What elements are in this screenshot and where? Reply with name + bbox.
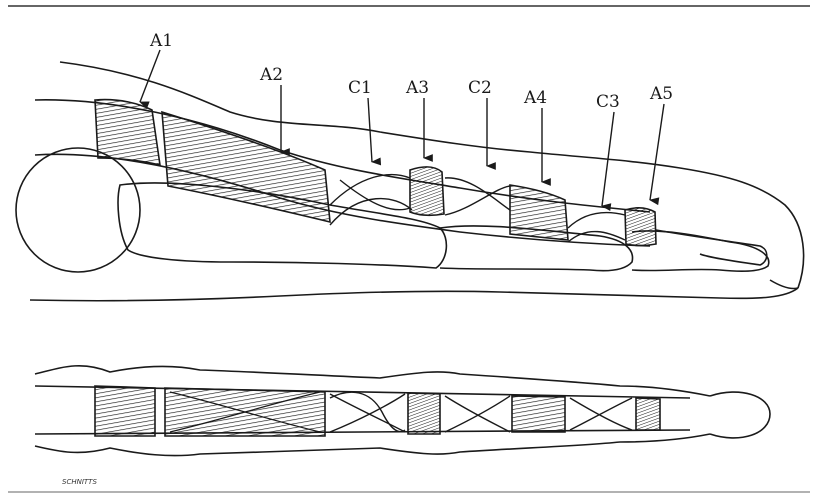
- arrow-a5: [650, 104, 664, 200]
- palmar-pulley-a4: [512, 396, 565, 432]
- label-a2: A2: [259, 65, 283, 85]
- pulley-a3: [410, 167, 444, 216]
- pulley-c2: [445, 178, 510, 215]
- palmar-pulley-a3: [408, 393, 440, 434]
- pulley-c3: [568, 213, 625, 242]
- label-a5: A5: [649, 84, 673, 104]
- palmar-view: [35, 366, 770, 456]
- palmar-pulley-a1: [95, 386, 155, 436]
- pulley-labels: A1 A2 C1 A3 C2 A4 C3 A5: [149, 31, 673, 112]
- fdp-insertion: [656, 230, 767, 265]
- label-a3: A3: [405, 78, 429, 98]
- pulley-a1: [95, 100, 160, 165]
- palmar-pulley-c1: [330, 392, 405, 432]
- arrow-a1: [140, 50, 160, 102]
- label-c3: C3: [596, 92, 620, 112]
- pulley-a5: [625, 208, 656, 246]
- metacarpal-head: [16, 148, 140, 272]
- label-a4: A4: [523, 88, 547, 108]
- label-a1: A1: [149, 31, 173, 51]
- palmar-outline-bottom: [35, 434, 710, 456]
- finger-volar-outline: [30, 288, 798, 301]
- pulley-a4: [510, 185, 568, 240]
- label-c2: C2: [468, 78, 492, 98]
- palmar-pulley-c2: [445, 396, 510, 432]
- pulley-a2: [162, 112, 330, 222]
- label-c1: C1: [348, 78, 372, 98]
- palmar-fingertip: [710, 392, 770, 438]
- fingertip-pad: [770, 280, 798, 289]
- palmar-pulley-a5: [636, 398, 660, 430]
- artist-signature: SCHNITTS: [62, 478, 97, 486]
- palmar-pulley-c3: [570, 398, 632, 430]
